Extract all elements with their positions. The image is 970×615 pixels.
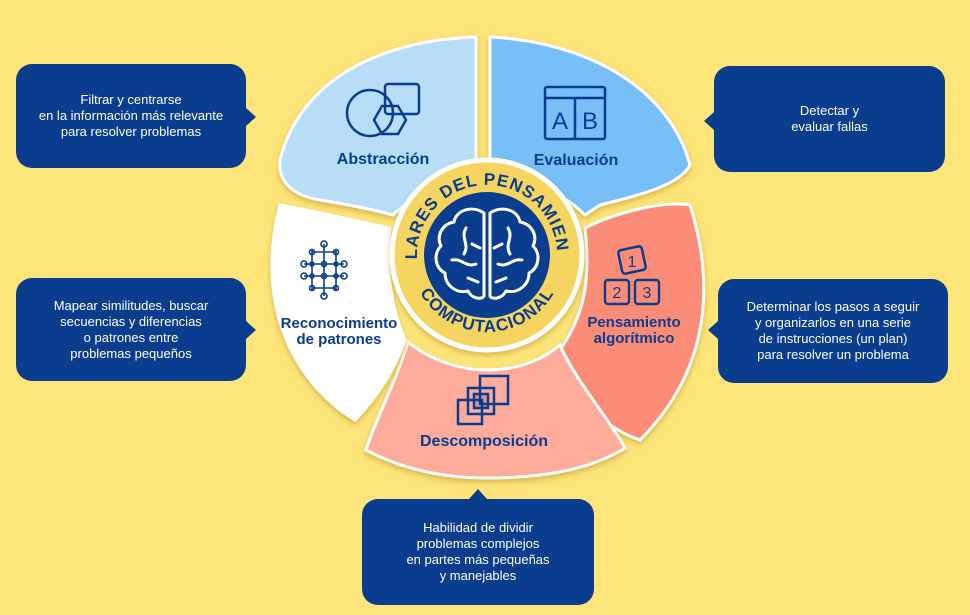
callout-evaluacion-text: Detectar y evaluar fallas <box>791 103 868 134</box>
ab-test-icon <box>543 85 607 141</box>
block-number-2: 2 <box>613 285 622 302</box>
block-number-1: 1 <box>628 254 637 271</box>
center-arc-bottom: COMPUTACIONAL <box>416 284 557 336</box>
ab-letter-a: A <box>552 108 568 135</box>
brain-icon <box>434 207 540 300</box>
segment-patrones-label-1: Reconocimiento <box>281 315 398 332</box>
callout-evaluacion-pointer <box>704 112 714 130</box>
callout-evaluacion: Detectar y evaluar fallas <box>714 66 945 172</box>
callout-descomposicion: Habilidad de dividir problemas complejos… <box>362 499 594 605</box>
segment-patrones <box>270 203 407 422</box>
callout-abstraccion: Filtrar y centrarse en la información má… <box>16 64 246 168</box>
callout-descomposicion-pointer <box>469 489 487 499</box>
callout-abstraccion-text: Filtrar y centrarse en la información má… <box>38 92 224 139</box>
callout-patrones-pointer <box>246 321 256 339</box>
segment-algoritmico-label-1: Pensamiento <box>587 314 680 331</box>
callout-patrones-text: Mapear similitudes, buscar secuencias y … <box>53 297 209 361</box>
segment-evaluacion-label: Evaluación <box>534 152 618 169</box>
callout-descomposicion-text: Habilidad de dividir problemas complejos… <box>406 520 550 583</box>
node-grid-icon <box>300 240 348 300</box>
nested-squares-icon <box>456 374 510 426</box>
segment-descomposicion-label: Descomposición <box>420 433 548 450</box>
callout-algoritmico-pointer <box>708 321 718 339</box>
overlapping-shapes-icon <box>345 82 421 138</box>
block-number-3: 3 <box>643 285 652 302</box>
segment-algoritmico-label-2: algorítmico <box>594 330 675 347</box>
segment-descomposicion <box>364 339 627 480</box>
segment-patrones-label-2: de patrones <box>296 331 381 348</box>
segment-algoritmico <box>558 202 706 442</box>
callout-algoritmico: Determinar los pasos a seguir y organiza… <box>718 279 948 383</box>
segment-abstraccion <box>278 35 478 217</box>
center-disc <box>424 192 550 318</box>
numbered-blocks-icon <box>603 245 661 306</box>
segment-abstraccion-label: Abstracción <box>337 151 429 168</box>
callout-patrones: Mapear similitudes, buscar secuencias y … <box>16 278 246 381</box>
center-ring <box>389 157 585 353</box>
segment-evaluacion <box>488 35 692 217</box>
callout-algoritmico-text: Determinar los pasos a seguir y organiza… <box>746 299 920 362</box>
ab-letter-b: B <box>582 108 598 135</box>
callout-abstraccion-pointer <box>246 108 256 126</box>
